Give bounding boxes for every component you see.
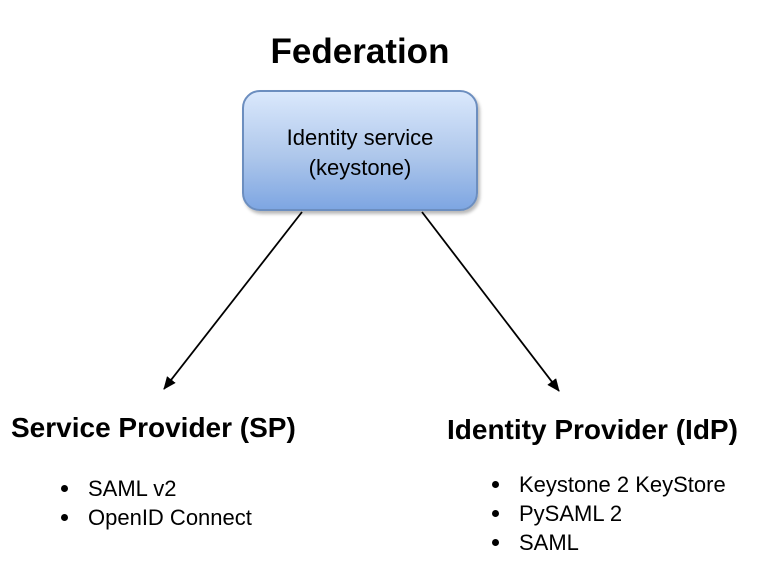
bullet-icon <box>61 514 68 521</box>
node-label-line2: (keystone) <box>308 154 412 180</box>
list-item: SAML <box>492 528 726 557</box>
bullet-icon <box>492 510 499 517</box>
list-item-label: SAML v2 <box>88 476 177 501</box>
sp-bullet-list: SAML v2 OpenID Connect <box>61 474 252 532</box>
list-item-label: SAML <box>519 530 579 555</box>
list-item-label: OpenID Connect <box>88 505 252 530</box>
identity-service-node: Identity service (keystone) <box>242 90 478 211</box>
list-item: Keystone 2 KeyStore <box>492 470 726 499</box>
list-item: PySAML 2 <box>492 499 726 528</box>
node-label-line1: Identity service <box>286 124 434 150</box>
list-item-label: Keystone 2 KeyStore <box>519 472 726 497</box>
list-item: SAML v2 <box>61 474 252 503</box>
idp-section-heading: Identity Provider (IdP) <box>447 414 738 445</box>
list-item-label: PySAML 2 <box>519 501 623 526</box>
bullet-icon <box>492 539 499 546</box>
bullet-icon <box>492 481 499 488</box>
arrow-to-idp <box>421 211 560 392</box>
arrow-to-sp <box>163 211 303 390</box>
idp-bullet-list: Keystone 2 KeyStore PySAML 2 SAML <box>492 470 726 557</box>
sp-section-heading: Service Provider (SP) <box>11 412 296 443</box>
bullet-icon <box>61 485 68 492</box>
diagram-title: Federation <box>270 32 450 71</box>
list-item: OpenID Connect <box>61 503 252 532</box>
